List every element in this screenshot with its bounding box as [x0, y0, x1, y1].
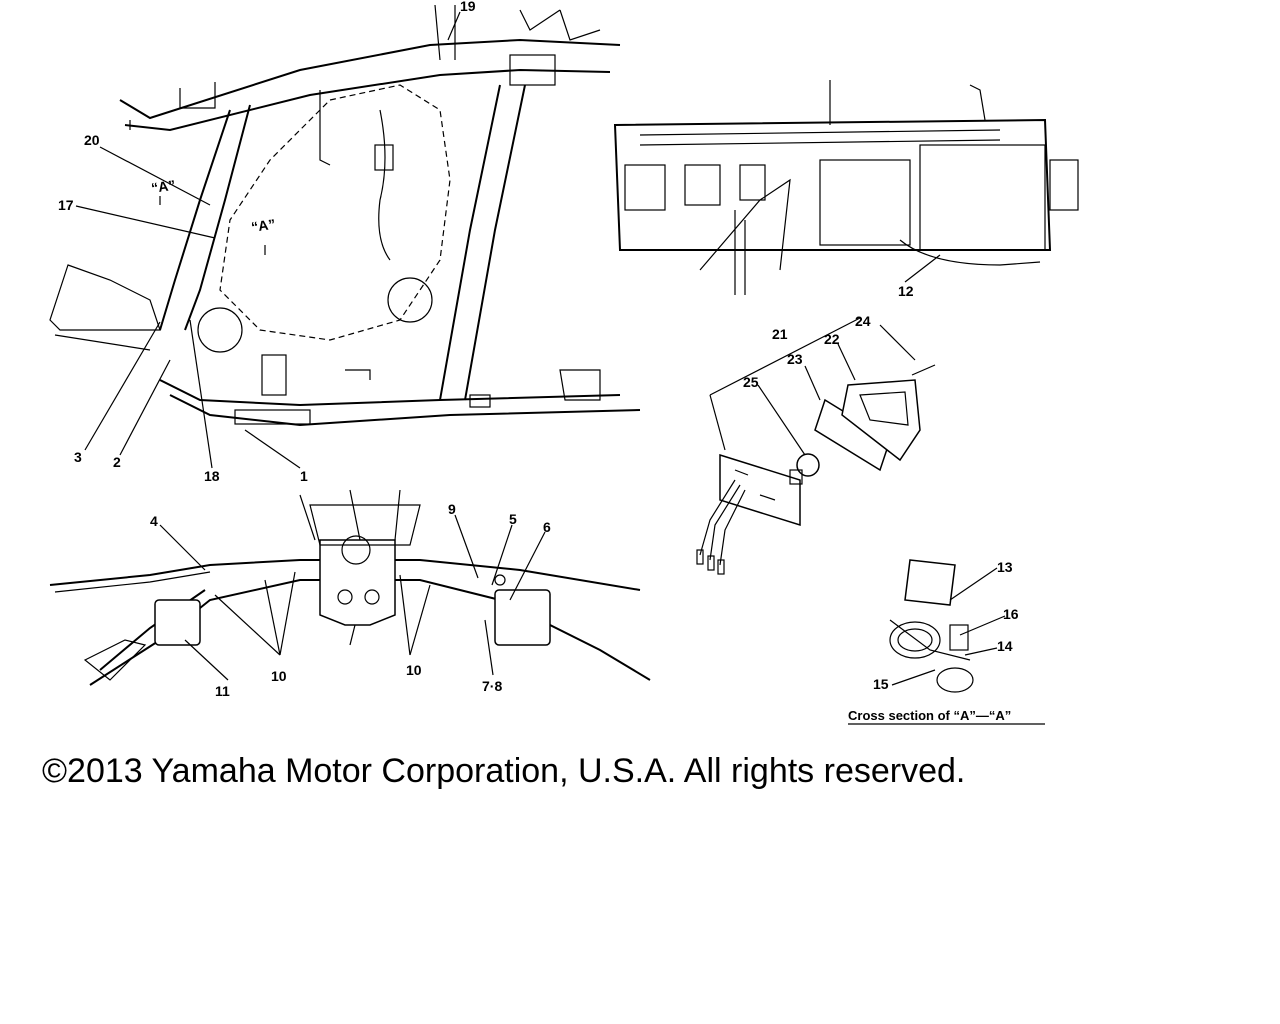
callout-15: 15: [873, 676, 889, 692]
callout-14: 14: [997, 638, 1013, 654]
callout-21: 21: [772, 326, 788, 342]
callout-18: 18: [204, 468, 220, 484]
callout-labels: 19 20 17 “A” “A” 3 2 18 1 12 21 24 23 22…: [58, 0, 1019, 723]
callout-7-8: 7·8: [482, 678, 502, 694]
copyright-text: ©2013 Yamaha Motor Corporation, U.S.A. A…: [42, 752, 966, 790]
callout-section-a-right: “A”: [250, 216, 276, 235]
callout-17: 17: [58, 197, 74, 213]
license-light-illustration: [696, 364, 936, 575]
callout-25: 25: [743, 374, 759, 390]
callout-10-left: 10: [271, 668, 287, 684]
callout-20: 20: [84, 132, 100, 148]
battery-box-illustration: [613, 80, 1079, 295]
handlebar-illustration: [49, 489, 651, 686]
callout-4: 4: [150, 513, 158, 529]
callout-13: 13: [997, 559, 1013, 575]
callout-10-right: 10: [406, 662, 422, 678]
callout-24: 24: [855, 313, 871, 329]
callout-16: 16: [1003, 606, 1019, 622]
callout-12: 12: [898, 283, 914, 299]
cross-section-illustration: [889, 559, 974, 693]
callout-9: 9: [448, 501, 456, 517]
callout-23: 23: [787, 351, 803, 367]
parts-diagram: 19 20 17 “A” “A” 3 2 18 1 12 21 24 23 22…: [49, 0, 1079, 725]
callout-1: 1: [300, 468, 308, 484]
leader-lines: [75, 11, 1045, 725]
section-caption: Cross section of “A”—“A”: [848, 708, 1011, 723]
callout-5: 5: [509, 511, 517, 527]
frame-illustration: [49, 4, 641, 427]
callout-22: 22: [824, 331, 840, 347]
callout-3: 3: [74, 449, 82, 465]
callout-section-a-left: “A”: [150, 177, 176, 196]
callout-6: 6: [543, 519, 551, 535]
callout-11: 11: [215, 683, 230, 699]
callout-2: 2: [113, 454, 121, 470]
callout-19: 19: [460, 0, 476, 14]
